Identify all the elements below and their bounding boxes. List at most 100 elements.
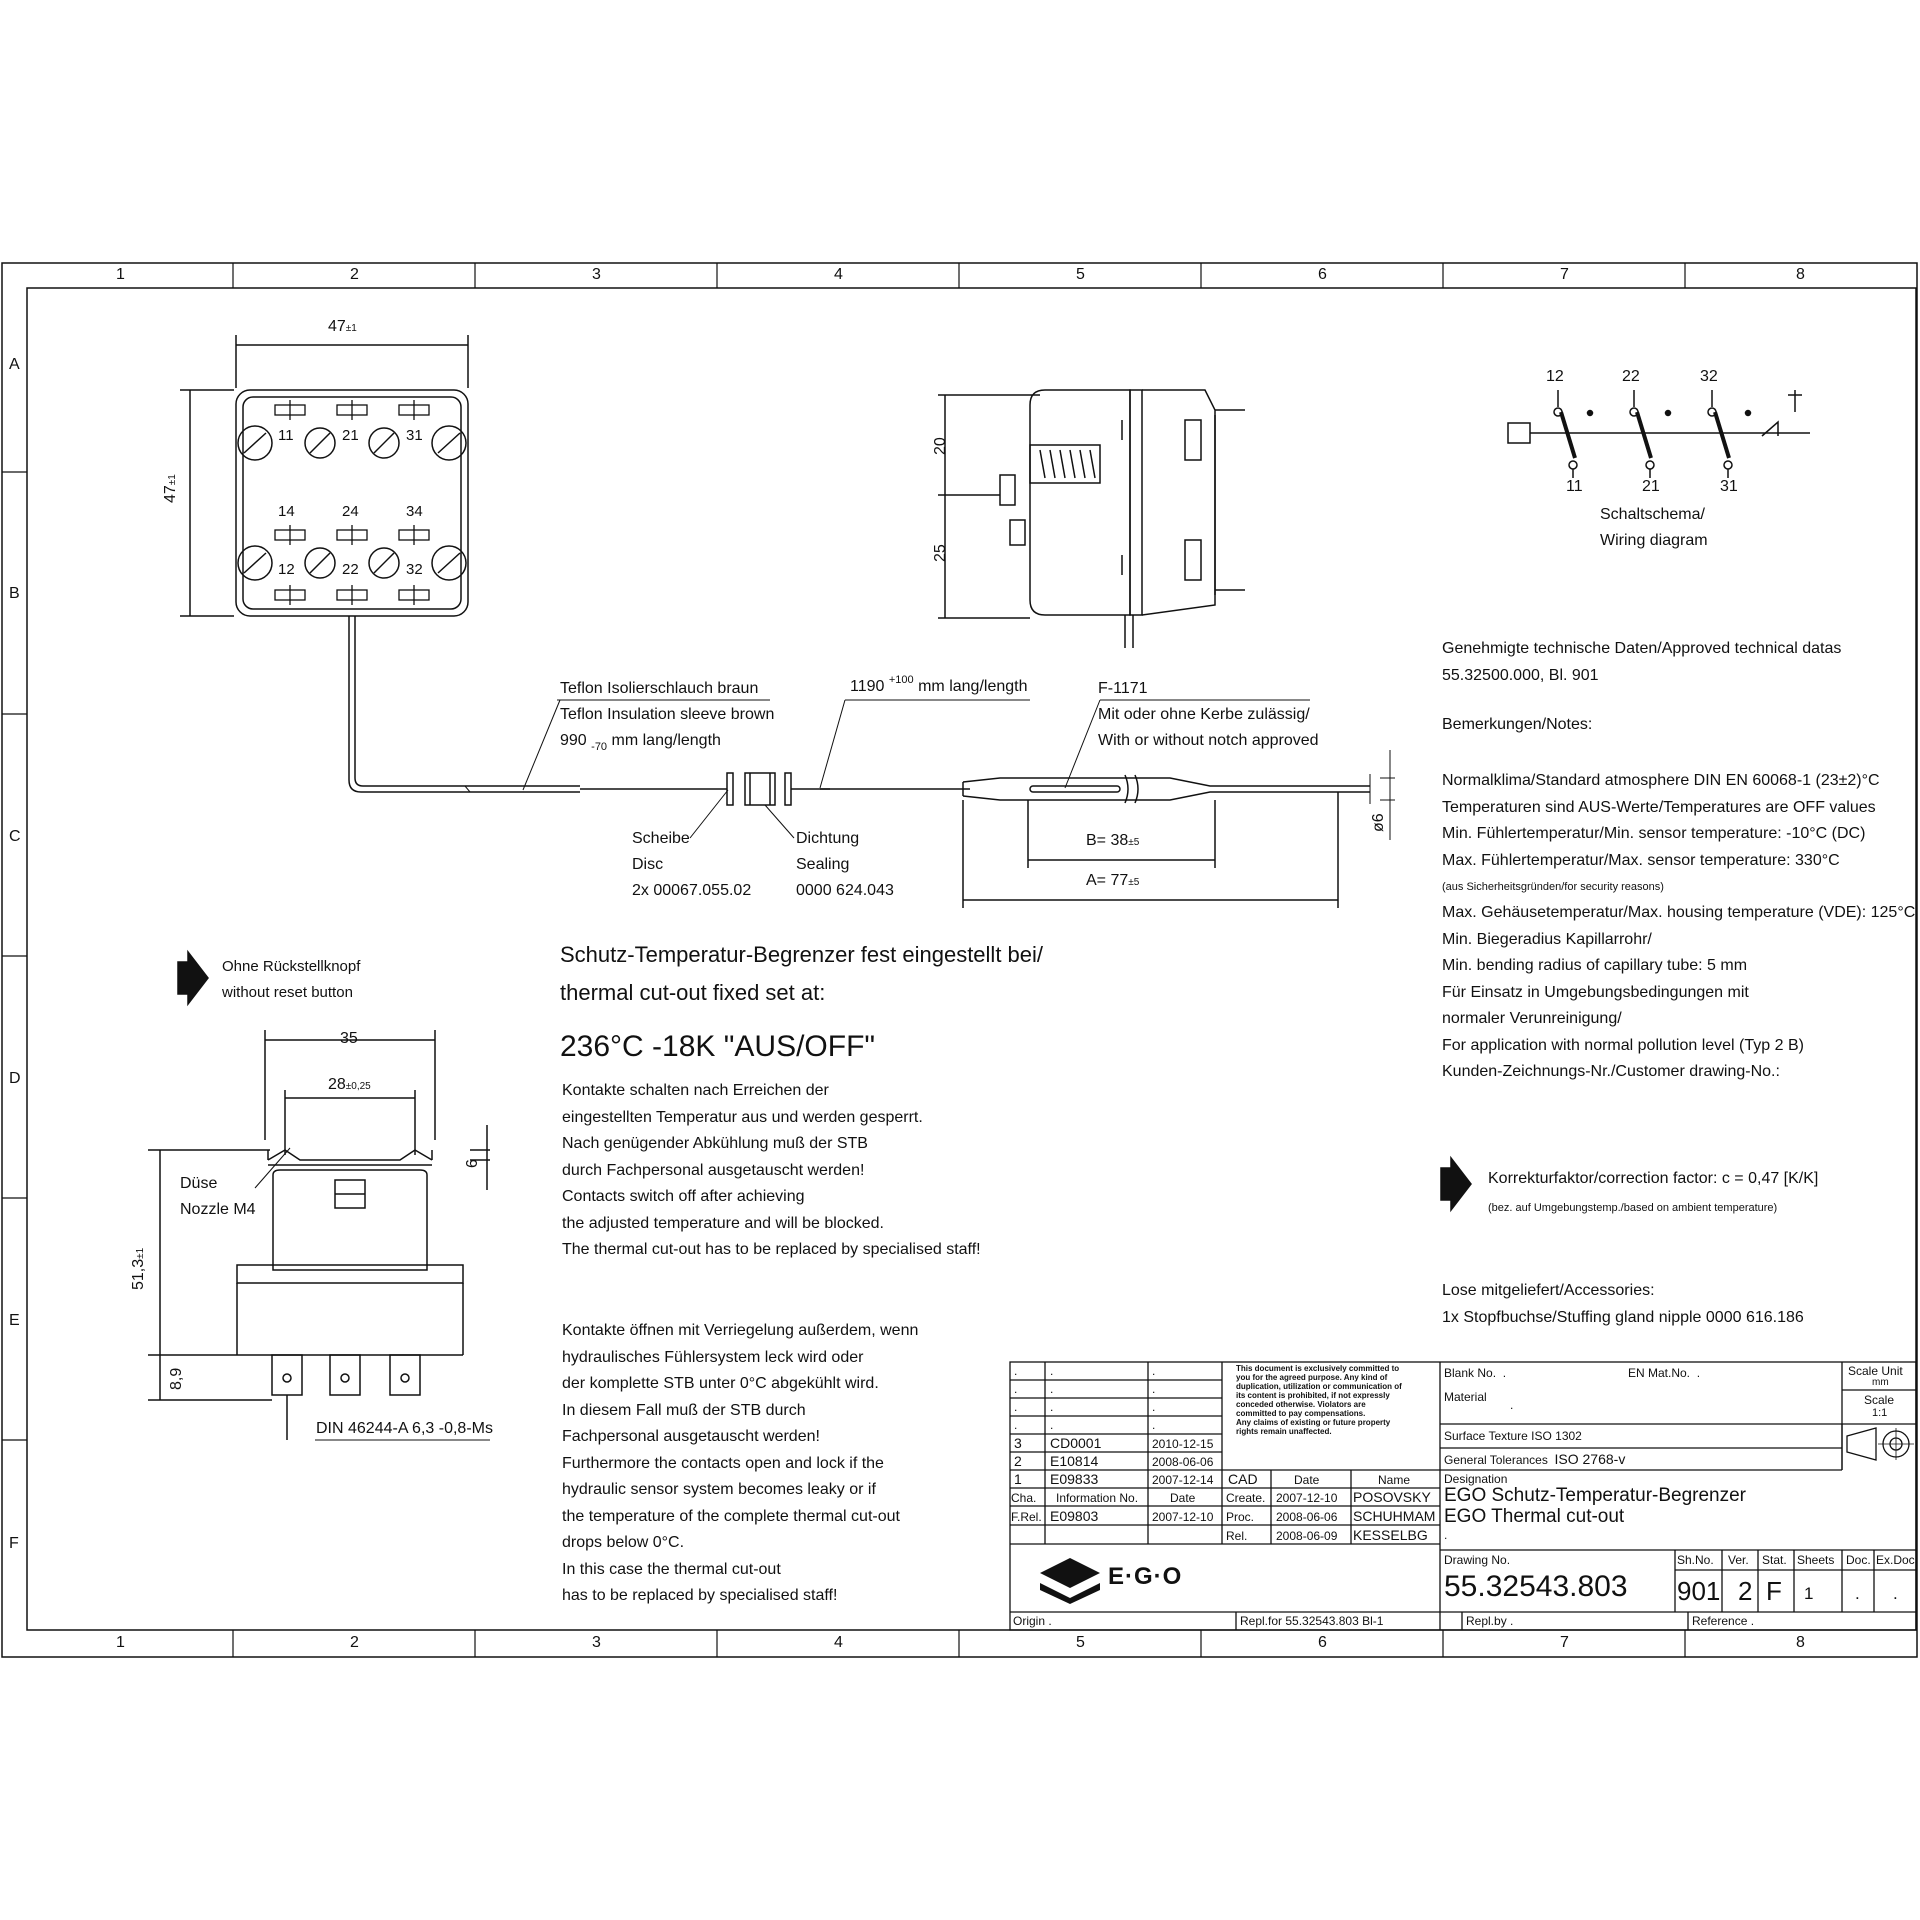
row-label: C — [9, 828, 21, 845]
para2-line: drops below 0°C. — [562, 1534, 685, 1551]
row-label: D — [9, 1070, 21, 1087]
ego-logo-text: E·G·O — [1108, 1563, 1183, 1590]
approval-header-name: Name — [1378, 1473, 1411, 1487]
note-line: Max. Fühlertemperatur/Max. sensor temper… — [1442, 851, 1840, 869]
col-label: 1 — [116, 266, 125, 283]
scale-label: Scale — [1864, 1393, 1895, 1407]
rev-date: 2008-06-06 — [1152, 1455, 1214, 1469]
sleeve-length: 990 -70 mm lang/length — [560, 732, 721, 753]
para2-line: Fachpersonal ausgetauscht werden! — [562, 1428, 820, 1445]
designation-en: EGO Thermal cut-out — [1444, 1506, 1625, 1527]
note-line: Min. Biegeradius Kapillarrohr/ — [1442, 930, 1652, 948]
rev-header-info: Information No. — [1056, 1491, 1139, 1505]
dim-six: 6 — [464, 1159, 481, 1168]
wiring-top-label: 12 — [1546, 368, 1564, 385]
rev-info: E09833 — [1050, 1471, 1099, 1487]
wiring-top-label: 32 — [1700, 368, 1718, 385]
designation-extra: . — [1444, 1528, 1448, 1542]
rev-idx: 3 — [1014, 1435, 1022, 1451]
col-label: 2 — [350, 1634, 359, 1651]
col-label: 5 — [1076, 266, 1085, 283]
terminal-label: 12 — [278, 561, 295, 578]
para2-line: hydraulisches Fühlersystem leck wird ode… — [562, 1348, 864, 1366]
title-block-lines — [1009, 1361, 1917, 1631]
rev-idx: . — [1014, 1418, 1018, 1432]
col-label: 3 — [592, 1634, 601, 1651]
repl-by: Repl.by . — [1466, 1614, 1514, 1628]
sleeve-label-en: Teflon Insulation sleeve brown — [560, 706, 775, 723]
ver: 2 — [1738, 1576, 1753, 1606]
correction-sub: (bez. auf Umgebungstemp./based on ambien… — [1488, 1202, 1778, 1214]
para1-line: the adjusted temperature and will be blo… — [562, 1214, 884, 1232]
approval-header-date: Date — [1294, 1473, 1320, 1487]
para1: Kontakte schalten nach Erreichen der ein… — [562, 1078, 981, 1264]
rev-date: 2007-12-14 — [1152, 1473, 1214, 1487]
rev-info: . — [1050, 1364, 1054, 1378]
general-tolerances: General Tolerances ISO 2768-v — [1444, 1451, 1626, 1467]
dim-inner: 28±0,25 — [328, 1076, 371, 1093]
para1-line: Kontakte schalten nach Erreichen der — [562, 1082, 829, 1099]
wiring-top-label: 22 — [1622, 368, 1640, 385]
terminal-label: 32 — [406, 561, 423, 578]
terminal-label: 14 — [278, 503, 295, 520]
rev-idx: 2 — [1014, 1453, 1022, 1469]
wiring-caption-en: Wiring diagram — [1600, 532, 1708, 549]
rev-idx: . — [1014, 1382, 1018, 1396]
repl-for: Repl.for 55.32543.803 Bl-1 — [1240, 1614, 1384, 1628]
rev-date: 2010-12-15 — [1152, 1437, 1214, 1451]
para2-line: has to be replaced by specialised staff! — [562, 1587, 838, 1604]
col-label: 5 — [1076, 1634, 1085, 1651]
sh-no-label: Sh.No. — [1677, 1553, 1714, 1567]
note-line: Min. Fühlertemperatur/Min. sensor temper… — [1442, 825, 1866, 842]
reference: Reference . — [1692, 1614, 1755, 1628]
col-label: 6 — [1318, 266, 1327, 283]
dim-top: 35 — [340, 1030, 358, 1047]
ver-label: Ver. — [1728, 1553, 1749, 1567]
para2-line: In this case the thermal cut-out — [562, 1560, 781, 1578]
para1-line: Nach genügender Abkühlung muß der STB — [562, 1135, 868, 1152]
col-label: 7 — [1560, 1634, 1569, 1651]
confidential-line: committed to pay compensations. — [1236, 1409, 1366, 1418]
approval-date: 2008-06-09 — [1276, 1529, 1338, 1543]
approval-name: SCHUHMAM — [1353, 1508, 1436, 1524]
approval-role: Create. — [1226, 1491, 1266, 1505]
drawing-no: 55.32543.803 — [1444, 1570, 1628, 1603]
approval-date: 2007-12-10 — [1276, 1491, 1338, 1505]
dim-pin: 8,9 — [168, 1367, 185, 1390]
confidential-line: you for the agreed purpose. Any kind of — [1236, 1373, 1388, 1382]
ego-logo-icon — [1040, 1558, 1100, 1604]
top-view — [180, 335, 580, 793]
reset-note-de: Ohne Rückstellknopf — [222, 958, 361, 975]
dim-height: 47±1 — [162, 474, 179, 503]
dim-diameter: ø6 — [1370, 813, 1387, 832]
col-label: 7 — [1560, 266, 1569, 283]
blank-no-label: Blank No. . — [1444, 1366, 1507, 1380]
note-line: Für Einsatz in Umgebungsbedingungen mit — [1442, 983, 1749, 1001]
sh-no: 901 — [1677, 1576, 1721, 1606]
accessory-line: Lose mitgeliefert/Accessories: — [1442, 1282, 1655, 1299]
para2-line: In diesem Fall muß der STB durch — [562, 1401, 806, 1419]
frel-info: E09803 — [1050, 1508, 1099, 1524]
wiring-bottom-label: 11 — [1566, 478, 1583, 495]
confidential-line: duplication, utilization or communicatio… — [1236, 1382, 1402, 1391]
accessories: Lose mitgeliefert/Accessories: 1x Stopfb… — [1442, 1278, 1804, 1331]
confidential-line: rights remain unaffected. — [1236, 1427, 1332, 1436]
front-view — [148, 1030, 490, 1441]
material-value: . — [1510, 1398, 1514, 1412]
approval-role: Proc. — [1226, 1510, 1255, 1524]
col-label: 2 — [350, 266, 359, 283]
para1-line: eingestellten Temperatur aus und werden … — [562, 1108, 923, 1126]
terminal-label: 24 — [342, 503, 359, 520]
notes-title: Bemerkungen/Notes: — [1442, 716, 1593, 733]
inner-frame — [26, 287, 1917, 1631]
para1-line: Contacts switch off after achieving — [562, 1188, 805, 1205]
disc-part: 2x 00067.055.02 — [632, 882, 752, 899]
terminal-label: 21 — [342, 427, 359, 444]
doc-label: Doc. — [1846, 1553, 1871, 1567]
para2-line: der komplette STB unter 0°C abgekühlt wi… — [562, 1375, 879, 1392]
rev-date: . — [1152, 1400, 1156, 1414]
seal-part: 0000 624.043 — [796, 882, 894, 899]
terminal-label: 31 — [406, 427, 423, 444]
approval-date: 2008-06-06 — [1276, 1510, 1338, 1524]
col-label: 3 — [592, 266, 601, 283]
